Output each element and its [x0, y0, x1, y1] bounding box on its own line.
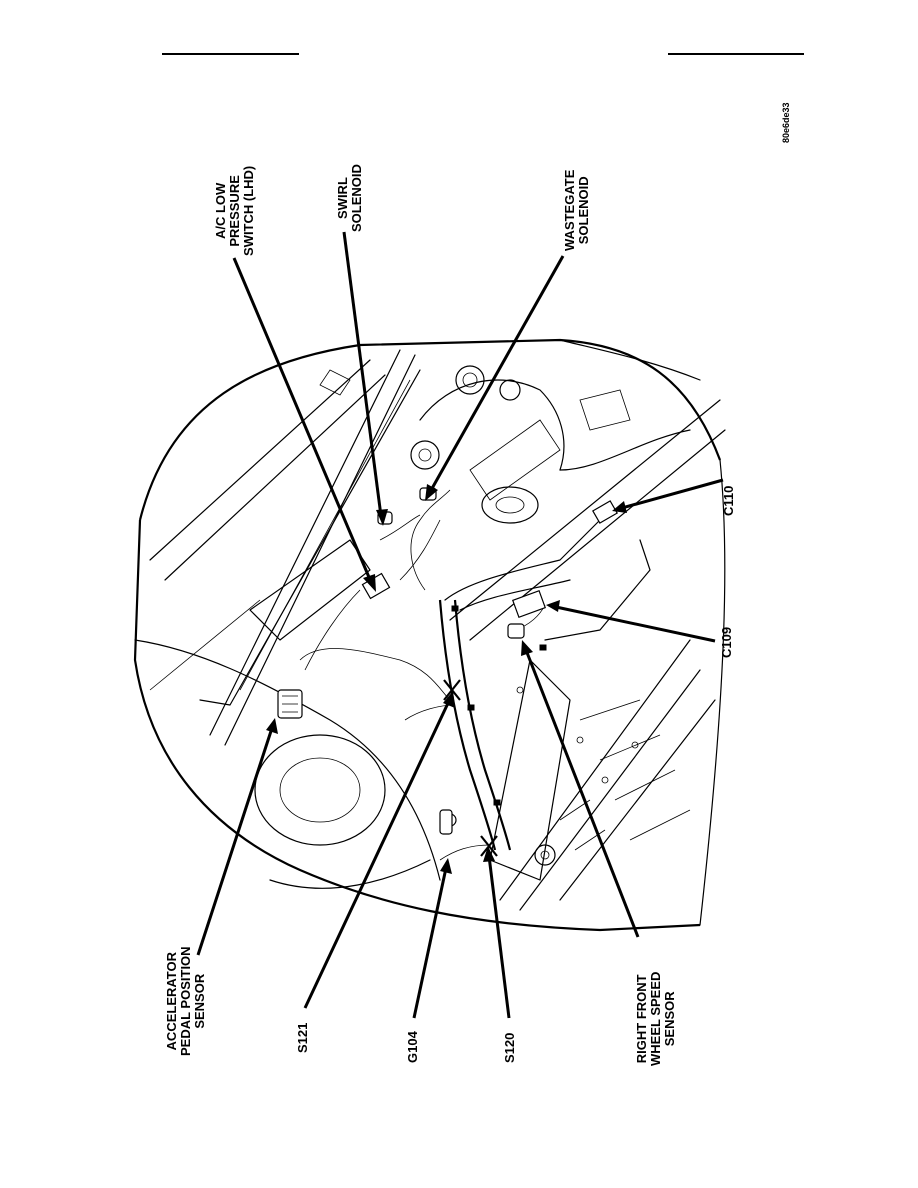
arrowhead-s120: [483, 846, 495, 862]
label-wastegate-solenoid: WASTEGATE SOLENOID: [562, 169, 591, 251]
leader-c109: [555, 605, 716, 643]
label-right-front-wheel-speed-sensor: RIGHT FRONT WHEEL SPEED SENSOR: [634, 971, 677, 1066]
wiring-harness: [299, 489, 611, 861]
leader-accelerator-pedal-position-sensor: [196, 727, 274, 956]
label-g104: G104: [405, 1031, 420, 1063]
label-ac-low-pressure-switch: A/C LOW PRESSURE SWITCH (LHD): [213, 165, 256, 256]
arrowhead-g104: [440, 858, 452, 874]
leader-c110: [621, 478, 724, 510]
splice-markers: [443, 679, 498, 857]
arrowhead-c110: [612, 501, 627, 513]
label-s121: S121: [295, 1022, 310, 1053]
header-rule-left: [162, 53, 299, 55]
label-c109: C109: [719, 626, 734, 658]
leader-swirl-solenoid: [342, 231, 383, 517]
arrowhead-ac-low-pressure-switch: [363, 574, 376, 592]
leader-right-front-wheel-speed-sensor: [524, 649, 640, 938]
arrowhead-right-front-wheel-speed-sensor: [521, 640, 533, 656]
leader-lines: [196, 231, 724, 1019]
label-c110: C110: [721, 485, 736, 516]
arrowhead-s121: [443, 691, 455, 708]
arrowhead-accelerator-pedal-position-sensor: [266, 718, 278, 734]
label-s120: S120: [502, 1032, 517, 1063]
components: [277, 487, 618, 835]
arrowhead-c109: [546, 600, 560, 612]
header-rule-right: [668, 53, 804, 55]
leader-s120: [487, 855, 511, 1019]
leader-wastegate-solenoid: [428, 255, 565, 493]
leader-g104: [412, 867, 448, 1019]
arrowhead-wastegate-solenoid: [425, 484, 438, 501]
leader-s121: [303, 700, 451, 1009]
leader-ac-low-pressure-switch: [232, 257, 373, 583]
label-swirl-solenoid: SWIRL SOLENOID: [335, 164, 364, 232]
body-structure: [133, 338, 726, 932]
label-accelerator-pedal-position-sensor: ACCELERATOR PEDAL POSITION SENSOR: [164, 946, 207, 1056]
arrowhead-swirl-solenoid: [376, 509, 388, 526]
image-id: 80e6de33: [781, 102, 791, 143]
